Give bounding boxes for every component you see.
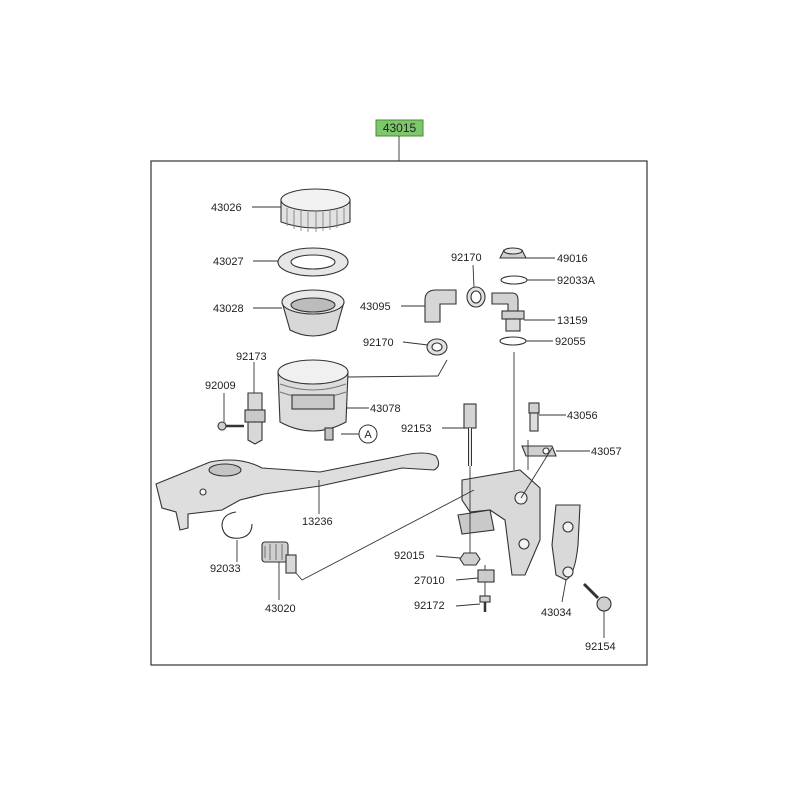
lever-circlip[interactable] (221, 511, 253, 539)
callout-92033A[interactable]: 92033A (557, 275, 596, 287)
callout-92015[interactable]: 92015 (394, 550, 425, 562)
reservoir-tank[interactable] (277, 359, 349, 441)
callout-43095[interactable]: 43095 (360, 301, 391, 313)
brake-lever[interactable] (155, 452, 440, 531)
bracket-screw[interactable] (217, 421, 244, 431)
reservoir-fitting[interactable] (501, 310, 525, 332)
callout-92172[interactable]: 92172 (414, 600, 445, 612)
pivot-nut[interactable] (459, 552, 481, 566)
clamp-holder-bolt[interactable] (582, 582, 612, 612)
callout-43078[interactable]: 43078 (370, 403, 401, 415)
callout-92154[interactable]: 92154 (585, 641, 616, 653)
hose-clamp-upper[interactable] (466, 286, 486, 308)
callout-92170-upper[interactable]: 92170 (451, 252, 482, 264)
diaphragm[interactable] (281, 289, 345, 337)
callout-92055[interactable]: 92055 (555, 336, 586, 348)
reservoir-bracket[interactable] (244, 392, 266, 445)
master-cylinder-body[interactable] (457, 469, 541, 576)
bleeder-valve[interactable] (528, 402, 540, 432)
hose-clamp-lower[interactable] (426, 338, 448, 356)
callout-43028[interactable]: 43028 (213, 303, 244, 315)
callout-43056[interactable]: 43056 (567, 410, 598, 422)
diaphragm-plate[interactable] (277, 247, 349, 277)
callout-43027[interactable]: 43027 (213, 256, 244, 268)
callout-92009[interactable]: 92009 (205, 380, 236, 392)
callout-27010[interactable]: 27010 (414, 575, 445, 587)
handlebar-clamp-holder[interactable] (551, 504, 581, 581)
fitting-cap[interactable] (499, 247, 527, 259)
lever-pivot-bolt[interactable] (463, 403, 477, 466)
brake-light-switch[interactable] (477, 569, 495, 583)
callout-92173[interactable]: 92173 (236, 351, 267, 363)
diagram-frame (150, 160, 648, 666)
fitting-o-ring[interactable] (499, 336, 527, 346)
piston-assembly[interactable] (261, 541, 297, 574)
fitting-circlip[interactable] (500, 275, 528, 285)
reservoir-cap[interactable] (280, 188, 351, 232)
callout-43034[interactable]: 43034 (541, 607, 572, 619)
assembly-label-box[interactable] (375, 119, 424, 137)
reference-marker-text: A (364, 429, 372, 441)
reservoir-hose[interactable] (424, 289, 457, 323)
callout-92033[interactable]: 92033 (210, 563, 241, 575)
switch-screw[interactable] (479, 595, 491, 612)
callout-43026[interactable]: 43026 (211, 202, 242, 214)
bleeder-cap[interactable] (521, 445, 557, 457)
callout-43057[interactable]: 43057 (591, 446, 622, 458)
callout-49016[interactable]: 49016 (557, 253, 588, 265)
callout-43020[interactable]: 43020 (265, 603, 296, 615)
callout-13159[interactable]: 13159 (557, 315, 588, 327)
assembly-label[interactable]: 43015 (383, 121, 417, 135)
callout-92153[interactable]: 92153 (401, 423, 432, 435)
callout-13236[interactable]: 13236 (302, 516, 333, 528)
hose-fitting-elbow[interactable] (491, 292, 519, 313)
callout-92170-lower[interactable]: 92170 (363, 337, 394, 349)
